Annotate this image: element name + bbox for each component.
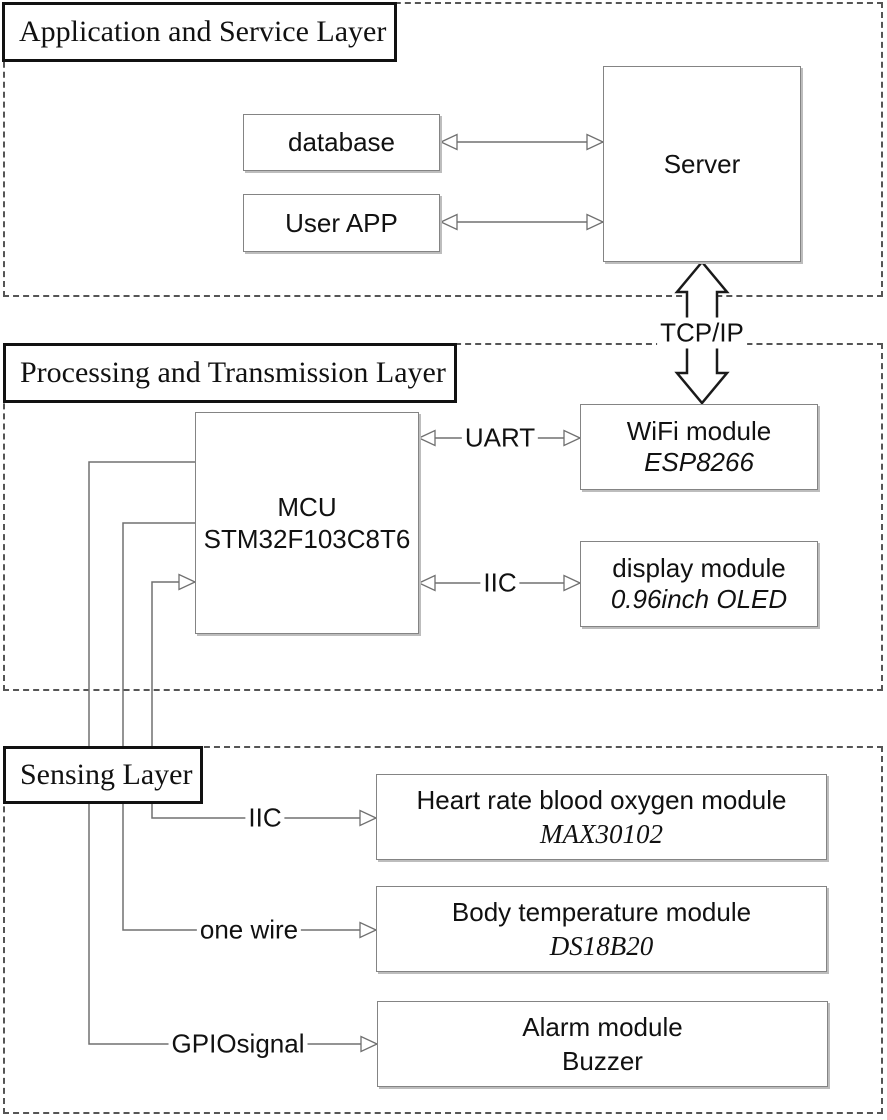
label-iic-sensor: IIC	[245, 802, 285, 834]
node-database-title: database	[288, 127, 395, 157]
node-mcu-title: MCU	[277, 492, 337, 522]
node-mcu-subtitle: STM32F103C8T6	[203, 524, 411, 554]
node-display-subtitle: 0.96inch OLED	[610, 584, 788, 614]
arrowhead-alarm-icon	[360, 1035, 379, 1053]
node-heart-rate-title: Heart rate blood oxygen module	[416, 785, 787, 815]
node-display-title: display module	[612, 553, 786, 583]
arrowhead-database-left-icon	[439, 133, 458, 151]
arrowhead-server-db-icon	[586, 133, 605, 151]
label-uart: UART	[461, 422, 539, 454]
node-wifi-title: WiFi module	[626, 416, 772, 446]
layer-label-sensing-text: Sensing Layer	[20, 758, 193, 791]
node-server-title: Server	[663, 148, 741, 179]
arrowhead-heart-icon	[359, 809, 378, 827]
label-iic-display: IIC	[480, 567, 520, 599]
node-wifi-subtitle: ESP8266	[644, 447, 754, 477]
arrowhead-userapp-left-icon	[439, 213, 458, 231]
node-wifi-module: WiFi module ESP8266	[580, 404, 818, 490]
arrowhead-uart-mcu-icon	[417, 429, 436, 447]
label-gpio-signal: GPIOsignal	[168, 1028, 308, 1060]
layer-application	[3, 2, 883, 297]
layer-label-processing: Processing and Transmission Layer	[3, 343, 457, 403]
node-alarm-subtitle: Buzzer	[562, 1046, 643, 1076]
arrowhead-iic-display-icon	[563, 574, 582, 592]
node-display-module: display module 0.96inch OLED	[580, 541, 818, 627]
node-body-temperature-title: Body temperature module	[451, 897, 752, 927]
node-mcu: MCU STM32F103C8T6	[195, 412, 419, 634]
node-database: database	[243, 114, 440, 171]
arrowhead-iic-mcu-icon	[417, 574, 436, 592]
node-user-app: User APP	[243, 194, 440, 252]
layer-sensing	[3, 746, 883, 1114]
node-heart-rate-module: Heart rate blood oxygen module MAX30102	[376, 774, 827, 860]
node-alarm-module: Alarm module Buzzer	[377, 1001, 828, 1087]
layer-label-application-text: Application and Service Layer	[19, 15, 387, 48]
node-alarm-title: Alarm module	[522, 1012, 683, 1042]
arrowhead-server-app-icon	[586, 213, 605, 231]
arrowhead-uart-wifi-icon	[563, 429, 582, 447]
arrowhead-iicsensor-mcu-icon	[178, 573, 197, 591]
layer-label-processing-text: Processing and Transmission Layer	[20, 356, 446, 389]
node-server: Server	[603, 66, 801, 262]
node-user-app-title: User APP	[285, 207, 398, 238]
label-one-wire: one wire	[196, 914, 302, 946]
layer-label-application: Application and Service Layer	[2, 2, 397, 62]
node-body-temperature-subtitle: DS18B20	[549, 931, 654, 961]
arrowhead-bodytemp-icon	[359, 921, 378, 939]
label-tcp-ip: TCP/IP	[657, 317, 747, 349]
layer-label-sensing: Sensing Layer	[3, 746, 203, 804]
node-body-temperature-module: Body temperature module DS18B20	[376, 886, 827, 972]
node-heart-rate-subtitle: MAX30102	[540, 819, 663, 849]
